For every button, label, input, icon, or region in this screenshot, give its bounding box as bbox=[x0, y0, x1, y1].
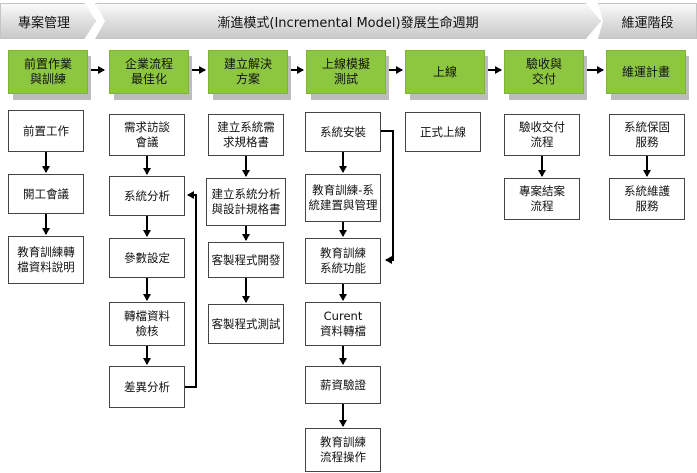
task-box: 差異分析 bbox=[109, 366, 185, 408]
phase-build-solution: 建立解決 方案 bbox=[208, 50, 291, 100]
header-right-label: 維運階段 bbox=[621, 15, 674, 31]
phase-acceptance: 驗收與 交付 bbox=[504, 50, 587, 100]
task-box: 正式上線 bbox=[405, 112, 481, 152]
header-project-management: 專案管理 bbox=[0, 3, 96, 39]
phase-label: 上線 bbox=[405, 50, 485, 94]
phase-label: 上線模擬 測試 bbox=[306, 50, 386, 94]
header-left-label: 專案管理 bbox=[17, 15, 70, 31]
task-box: 前置工作 bbox=[8, 110, 84, 152]
phase-simulation-test: 上線模擬 測試 bbox=[306, 50, 389, 100]
arrow-c4-install-to-training bbox=[381, 130, 394, 264]
task-box: 需求訪談 會議 bbox=[109, 114, 185, 156]
task-box: 建立系統分析 與設計規格書 bbox=[206, 178, 286, 226]
task-box: Curent 資料轉檔 bbox=[305, 302, 381, 346]
task-box: 系統安裝 bbox=[305, 112, 381, 152]
task-box: 教育訓練 系統功能 bbox=[305, 238, 381, 284]
task-box: 系統分析 bbox=[109, 176, 185, 216]
task-box: 參數設定 bbox=[109, 238, 185, 278]
phase-preparation: 前置作業 與訓練 bbox=[8, 50, 91, 100]
phase-label: 維運計畫 bbox=[606, 50, 686, 94]
header-lifecycle: 漸進模式(Incremental Model)發展生命週期 bbox=[95, 3, 601, 39]
phase-label: 驗收與 交付 bbox=[504, 50, 584, 94]
task-box: 教育訓練轉 檔資料說明 bbox=[8, 236, 84, 284]
task-box: 轉檔資料 檢核 bbox=[109, 302, 185, 346]
task-box: 系統保固 服務 bbox=[609, 114, 685, 156]
task-box: 驗收交付 流程 bbox=[504, 114, 580, 156]
task-box: 教育訓練 流程操作 bbox=[305, 428, 381, 472]
phase-label: 建立解決 方案 bbox=[208, 50, 288, 94]
phase-label: 前置作業 與訓練 bbox=[8, 50, 88, 94]
phase-maintenance-plan: 維運計畫 bbox=[606, 50, 689, 100]
task-box: 薪資驗證 bbox=[305, 366, 381, 404]
task-box: 客製程式測試 bbox=[208, 304, 284, 344]
task-box: 客製程式開發 bbox=[208, 242, 284, 278]
header-middle-label: 漸進模式(Incremental Model)發展生命週期 bbox=[217, 15, 479, 31]
task-box: 專案結案 流程 bbox=[504, 178, 580, 220]
task-box: 開工會議 bbox=[8, 174, 84, 214]
phase-label: 企業流程 最佳化 bbox=[109, 50, 189, 94]
phase-process-optimization: 企業流程 最佳化 bbox=[109, 50, 192, 100]
header-maintenance: 維運階段 bbox=[598, 3, 697, 39]
task-box: 教育訓練-系 統建置與管理 bbox=[305, 174, 381, 222]
task-box: 建立系統需 求規格書 bbox=[208, 114, 284, 156]
arrow-c2-feedback bbox=[185, 191, 197, 388]
phase-go-live: 上線 bbox=[405, 50, 488, 100]
task-box: 系統維護 服務 bbox=[609, 178, 685, 220]
